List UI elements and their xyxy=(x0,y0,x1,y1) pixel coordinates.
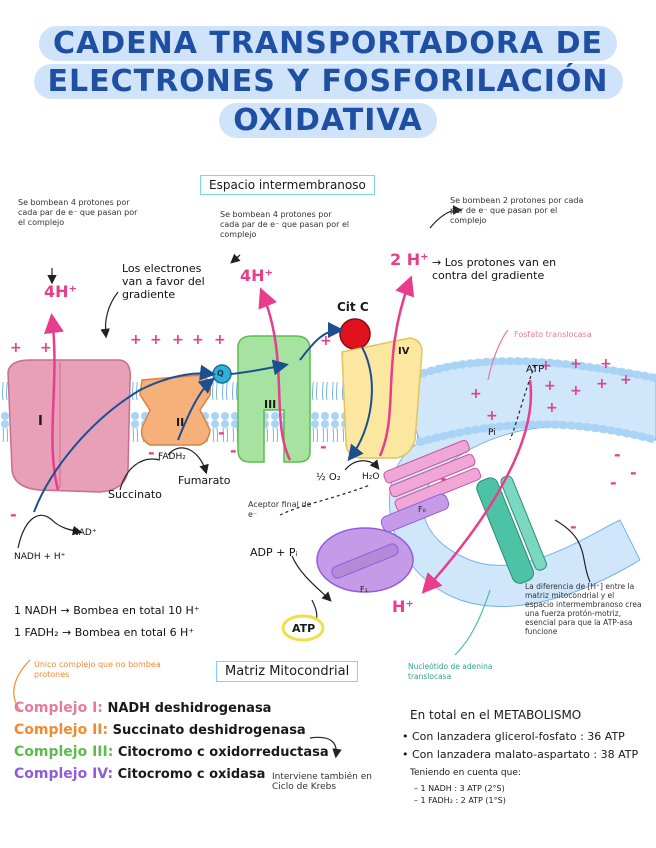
complex-1-label: I xyxy=(38,414,43,429)
note-krebs: Interviene también en Ciclo de Krebs xyxy=(272,772,372,792)
pi-label: Pi xyxy=(488,428,496,438)
svg-text:-: - xyxy=(218,423,225,442)
svg-text:-: - xyxy=(610,473,617,492)
svg-text:+: + xyxy=(540,358,552,374)
svg-text:+: + xyxy=(546,400,558,416)
summary-heading: En total en el METABOLISMO xyxy=(410,708,582,722)
title-line-3: OXIDATIVA xyxy=(0,103,656,138)
note-electrons-gradient: Los electrones van a favor del gradiente xyxy=(122,262,205,301)
svg-text:-: - xyxy=(630,463,637,482)
fumarato-label: Fumarato xyxy=(178,474,231,487)
complex-3-label: III xyxy=(264,398,277,411)
h2o-label: H₂O xyxy=(362,472,380,482)
nad-label: NAD⁺ xyxy=(72,528,97,538)
q-label: Q xyxy=(217,369,224,378)
summary-sub-2: – 1 FADH₂ : 2 ATP (1°S) xyxy=(414,796,506,805)
note-final-acceptor: Aceptor final de e⁻ xyxy=(248,500,312,519)
proton-label-complex3: 4H⁺ xyxy=(240,266,273,285)
f1-label: F₁ xyxy=(360,585,368,594)
cytochrome-c xyxy=(339,318,371,350)
svg-text:+: + xyxy=(172,332,184,348)
nadh-label: NADH + H⁺ xyxy=(14,552,66,562)
summary-line-2: • Con lanzadera malato-aspartato : 38 AT… xyxy=(402,748,639,761)
nadh-total: 1 NADH → Bombea en total 10 H⁺ xyxy=(14,604,200,617)
atp-synthase-f0 xyxy=(383,439,482,512)
note-pump2-right: Se bombean 2 protones por cada par de e⁻… xyxy=(450,196,584,225)
complex-3 xyxy=(237,335,311,463)
title-line-1: CADENA TRANSPORTADORA DE xyxy=(0,26,656,61)
svg-text:-: - xyxy=(440,469,447,488)
fadh2-total: 1 FADH₂ → Bombea en total 6 H⁺ xyxy=(14,626,195,639)
svg-text:+: + xyxy=(620,372,632,388)
svg-text:-: - xyxy=(10,505,17,524)
svg-text:-: - xyxy=(614,445,621,464)
svg-text:-: - xyxy=(320,437,327,456)
note-gradient-explain: La diferencia de [H⁺] entre la matriz mi… xyxy=(525,582,642,636)
svg-text:+: + xyxy=(596,376,608,392)
svg-text:+: + xyxy=(570,356,582,372)
atp-top-label: ATP xyxy=(526,364,545,375)
negative-charges: --- --- --- - xyxy=(10,423,637,536)
legend-complex-3: Complejo III: Citocromo c oxidorreductas… xyxy=(14,744,329,760)
svg-text:+: + xyxy=(150,332,162,348)
nucleotido-translocasa-label: Nucleótido de adenina translocasa xyxy=(408,662,493,681)
svg-text:+: + xyxy=(544,378,556,394)
legend-complex-4: Complejo IV: Citocromo c oxidasa xyxy=(14,766,266,782)
proton-label-complex1: 4H⁺ xyxy=(44,282,77,301)
proton-label-atpase: H⁺ xyxy=(392,597,414,616)
complex-4 xyxy=(341,337,423,459)
fosfato-translocasa-label: Fosfato translocasa xyxy=(514,330,592,339)
summary-sub: Teniendo en cuenta que: xyxy=(410,768,521,778)
adp-label: ADP + Pᵢ xyxy=(250,546,298,559)
svg-text:+: + xyxy=(320,333,332,349)
note-protons-against: → Los protones van en contra del gradien… xyxy=(432,256,557,282)
svg-text:+: + xyxy=(486,408,498,424)
svg-text:+: + xyxy=(192,332,204,348)
svg-text:-: - xyxy=(230,441,237,460)
svg-text:+: + xyxy=(570,383,582,399)
svg-text:+: + xyxy=(470,386,482,402)
proton-label-complex4: 2 H⁺ xyxy=(390,250,429,269)
o2-label: ½ O₂ xyxy=(316,472,341,483)
complex-1 xyxy=(7,359,132,493)
summary-line-1: • Con lanzadera glicerol-fosfato : 36 AT… xyxy=(402,730,625,743)
atp-synthase-f1 xyxy=(316,493,450,593)
note-pump4-left: Se bombean 4 protones por cada par de e⁻… xyxy=(18,198,138,227)
note-pump4-mid: Se bombean 4 protones por cada par de e⁻… xyxy=(220,210,350,239)
note-only-complex: Único complejo que no bombea protones xyxy=(34,660,161,679)
atp-matrix-label: ATP xyxy=(292,622,316,635)
svg-text:+: + xyxy=(130,332,142,348)
fadh2-label: FADH₂ xyxy=(158,452,186,462)
matrix-label: Matriz Mitocondrial xyxy=(216,661,359,682)
complex-2-label: II xyxy=(176,416,185,429)
legend-complex-1: Complejo I: NADH deshidrogenasa xyxy=(14,700,272,716)
atp-product-halo xyxy=(281,614,325,642)
complex-4-label: IV xyxy=(398,346,410,357)
positive-charges: +++ +++ +++ +++ +++ +++ xyxy=(10,332,632,424)
f0-label: F₀ xyxy=(418,505,426,514)
summary-sub-1: – 1 NADH : 3 ATP (2°S) xyxy=(414,784,505,793)
svg-text:+: + xyxy=(600,356,612,372)
intermembrane-label: Espacio intermembranoso xyxy=(200,175,375,195)
svg-text:-: - xyxy=(148,443,155,462)
svg-text:-: - xyxy=(570,517,577,536)
svg-text:+: + xyxy=(40,340,52,356)
succinato-label: Succinato xyxy=(108,488,162,501)
title-line-2: ELECTRONES Y FOSFORILACIÓN xyxy=(0,64,656,99)
svg-text:+: + xyxy=(10,340,22,356)
svg-text:+: + xyxy=(214,332,226,348)
cytc-label: Cit C xyxy=(337,300,369,314)
legend-complex-2: Complejo II: Succinato deshidrogenasa xyxy=(14,722,306,738)
